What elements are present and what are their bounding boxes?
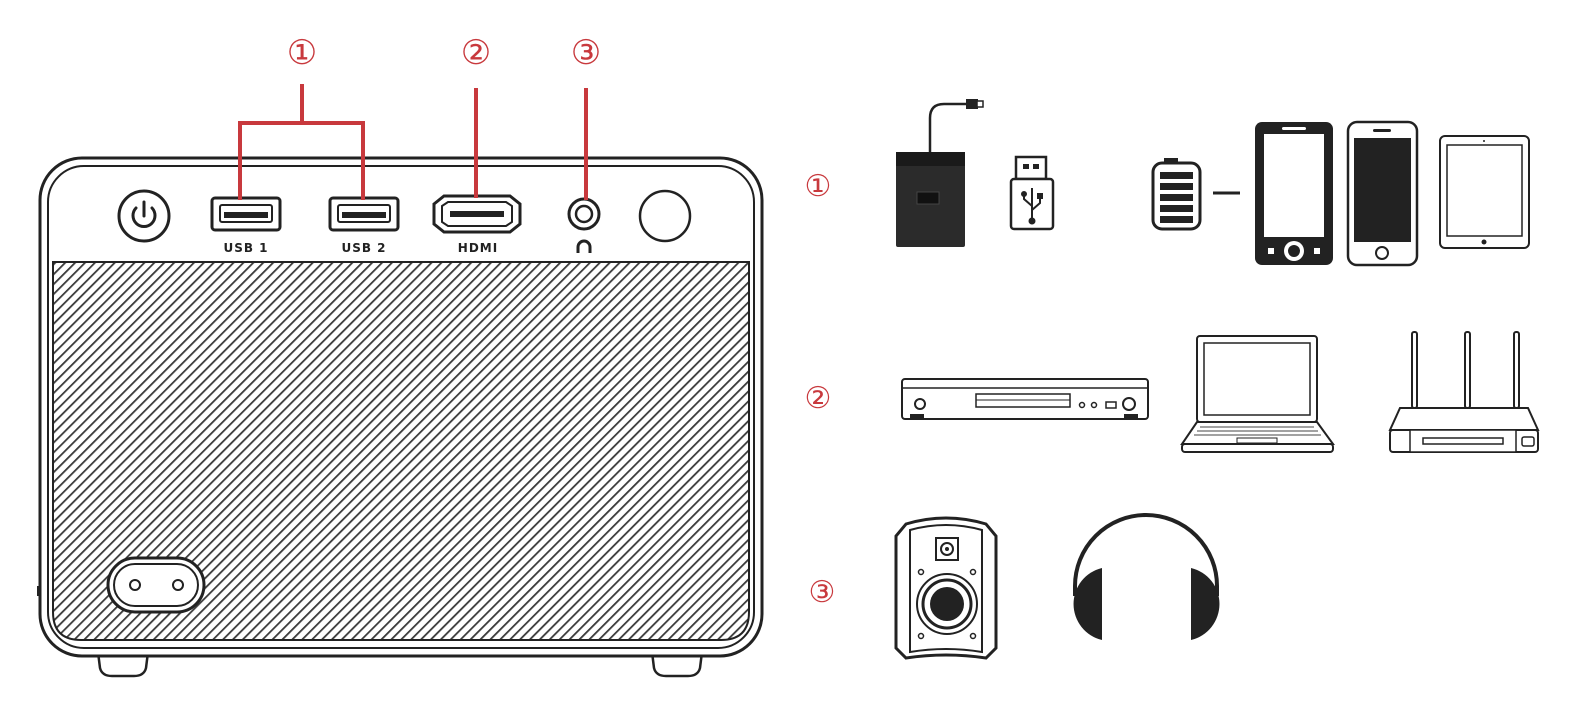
callout-1: ① [287, 33, 317, 73]
usb-symbol-icon [1021, 188, 1043, 225]
callout-lines [238, 84, 588, 200]
row-2-marker: ② [805, 381, 832, 416]
projector-foot-right [650, 650, 704, 678]
speaker-icon [894, 516, 998, 660]
row-1-marker: ① [805, 169, 832, 204]
usb-port-1-label: USB 1 [223, 241, 268, 255]
hdmi-port-label: HDMI [458, 241, 498, 255]
power-inlet [106, 556, 206, 614]
projector [37, 156, 764, 678]
usb-port-1[interactable] [210, 196, 282, 232]
laptop-icon [1180, 335, 1335, 453]
power-button[interactable] [117, 189, 171, 243]
android-phone-icon [1255, 122, 1333, 265]
headphone-jack-icon [576, 239, 592, 253]
row-3-marker: ③ [809, 575, 836, 610]
iphone-icon [1346, 120, 1419, 267]
dvd-player-icon [901, 378, 1149, 420]
callout-3: ③ [571, 33, 601, 73]
projector-foot-left [96, 650, 150, 678]
power-icon [131, 200, 157, 228]
hard-drive-icon [896, 99, 984, 247]
tablet-icon [1439, 135, 1530, 249]
headphones-icon [1073, 513, 1220, 640]
usb-port-2[interactable] [328, 196, 400, 232]
audio-jack[interactable] [567, 197, 601, 231]
wifi-router-icon [1388, 331, 1540, 453]
usb-flash-drive-icon [1009, 155, 1055, 231]
callout-2: ② [461, 33, 491, 73]
hdmi-port[interactable] [432, 194, 522, 234]
usb-port-2-label: USB 2 [341, 241, 386, 255]
power-bank-icon [1151, 158, 1240, 231]
ir-sensor [638, 189, 692, 243]
speaker-grille [52, 261, 750, 641]
